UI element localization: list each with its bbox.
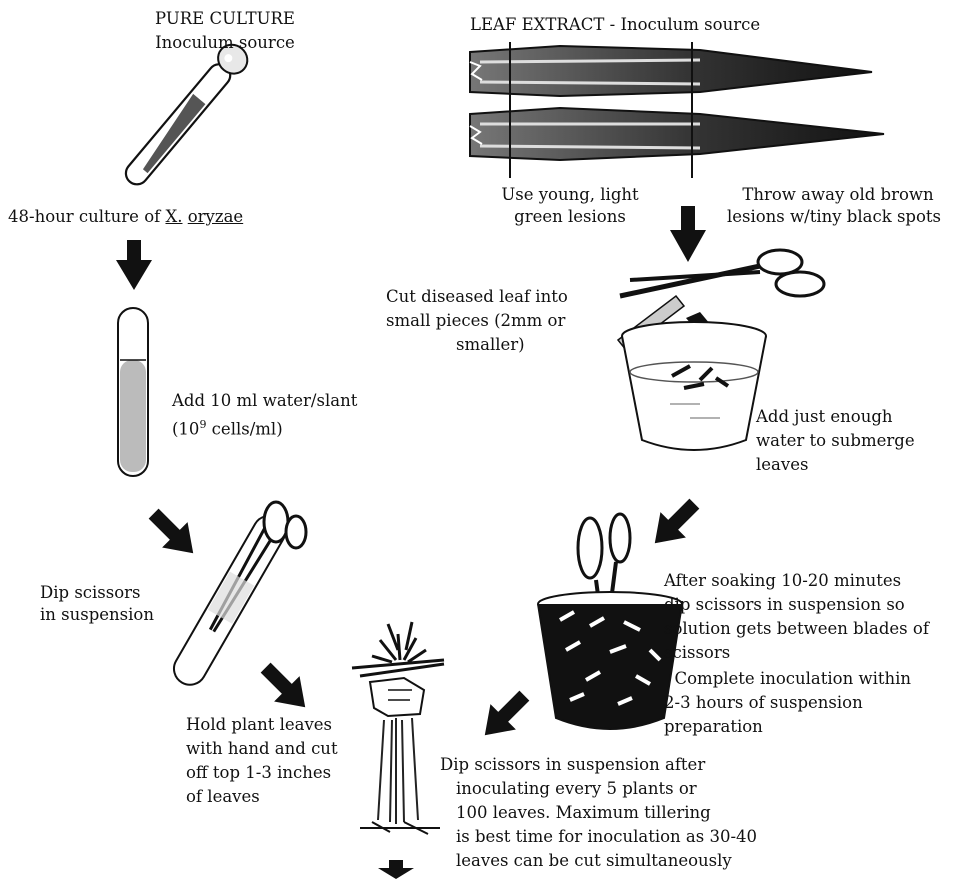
leaf-extract-title: LEAF EXTRACT - Inoculum source xyxy=(470,14,760,36)
cut-leaf-line3: smaller) xyxy=(456,334,525,356)
arrow-diagonal-icon xyxy=(472,683,537,748)
hold-plant-line: Hold plant leaves xyxy=(186,714,332,736)
soak-line: dip scissors in suspension so xyxy=(664,594,905,616)
add-water-line2-pre: (10 xyxy=(172,420,199,439)
soak-line: preparation xyxy=(664,716,763,738)
beaker-suspension-icon xyxy=(538,592,682,729)
soak-line: solution gets between blades of xyxy=(664,618,929,640)
culture-tube-icon xyxy=(118,39,253,192)
scissors-cutting-icon xyxy=(352,660,444,676)
pure-culture-title: PURE CULTURE xyxy=(120,8,330,30)
arrow-down-icon xyxy=(116,240,152,290)
soak-line: scissors xyxy=(664,642,730,664)
dip-after-line: Dip scissors in suspension after xyxy=(440,754,705,776)
dip-after-line: inoculating every 5 plants or xyxy=(456,778,697,800)
arrow-diagonal-icon xyxy=(253,655,318,720)
beaker-icon xyxy=(622,322,766,450)
pure-culture-subtitle: Inoculum source xyxy=(120,32,330,54)
culture-species: oryzae xyxy=(188,207,243,226)
add-water-just-line1: Add just enough xyxy=(756,406,893,428)
diseased-leaf-icon xyxy=(470,46,872,96)
hold-plant-line: off top 1-3 inches xyxy=(186,762,331,784)
young-lesions-line2: green lesions xyxy=(470,206,670,228)
young-lesions-line1: Use young, light xyxy=(470,184,670,206)
dip-scissors-line2: in suspension xyxy=(40,604,154,626)
arrow-down-icon xyxy=(378,860,414,879)
add-water-line1: Add 10 ml water/slant xyxy=(172,390,357,412)
hand-icon xyxy=(370,678,424,716)
soak-line: Complete inoculation within xyxy=(664,668,911,690)
cut-leaf-line2: small pieces (2mm or xyxy=(386,310,565,332)
add-water-line2: (109 cells/ml) xyxy=(172,414,283,441)
cut-leaf-line1: Cut diseased leaf into xyxy=(386,286,568,308)
test-tube-icon xyxy=(118,308,148,476)
arrow-diagonal-icon xyxy=(141,501,206,566)
old-lesions-line2: lesions w/tiny black spots xyxy=(696,206,972,228)
scissors-icon xyxy=(620,250,824,296)
add-water-just-line2: water to submerge xyxy=(756,430,915,452)
hold-plant-line: of leaves xyxy=(186,786,260,808)
dip-scissors-line1: Dip scissors xyxy=(40,582,141,604)
old-lesions-line1: Throw away old brown xyxy=(700,184,976,206)
hold-plant-line: with hand and cut xyxy=(186,738,338,760)
culture-genus: X. xyxy=(165,207,182,226)
dip-after-line: 100 leaves. Maximum tillering xyxy=(456,802,711,824)
rice-plant-icon xyxy=(360,622,440,834)
soak-line: 2-3 hours of suspension xyxy=(664,692,863,714)
culture-caption: 48-hour culture of X. oryzae xyxy=(8,206,243,228)
dip-after-line: leaves can be cut simultaneously xyxy=(456,850,732,872)
diseased-leaf-icon xyxy=(470,108,884,160)
culture-caption-prefix: 48-hour culture of xyxy=(8,207,165,226)
arrow-diagonal-icon xyxy=(642,491,707,556)
dip-after-line: is best time for inoculation as 30-40 xyxy=(456,826,757,848)
add-water-just-line3: leaves xyxy=(756,454,808,476)
add-water-line2-post: cells/ml) xyxy=(206,420,282,439)
soak-line: After soaking 10-20 minutes xyxy=(664,570,901,592)
